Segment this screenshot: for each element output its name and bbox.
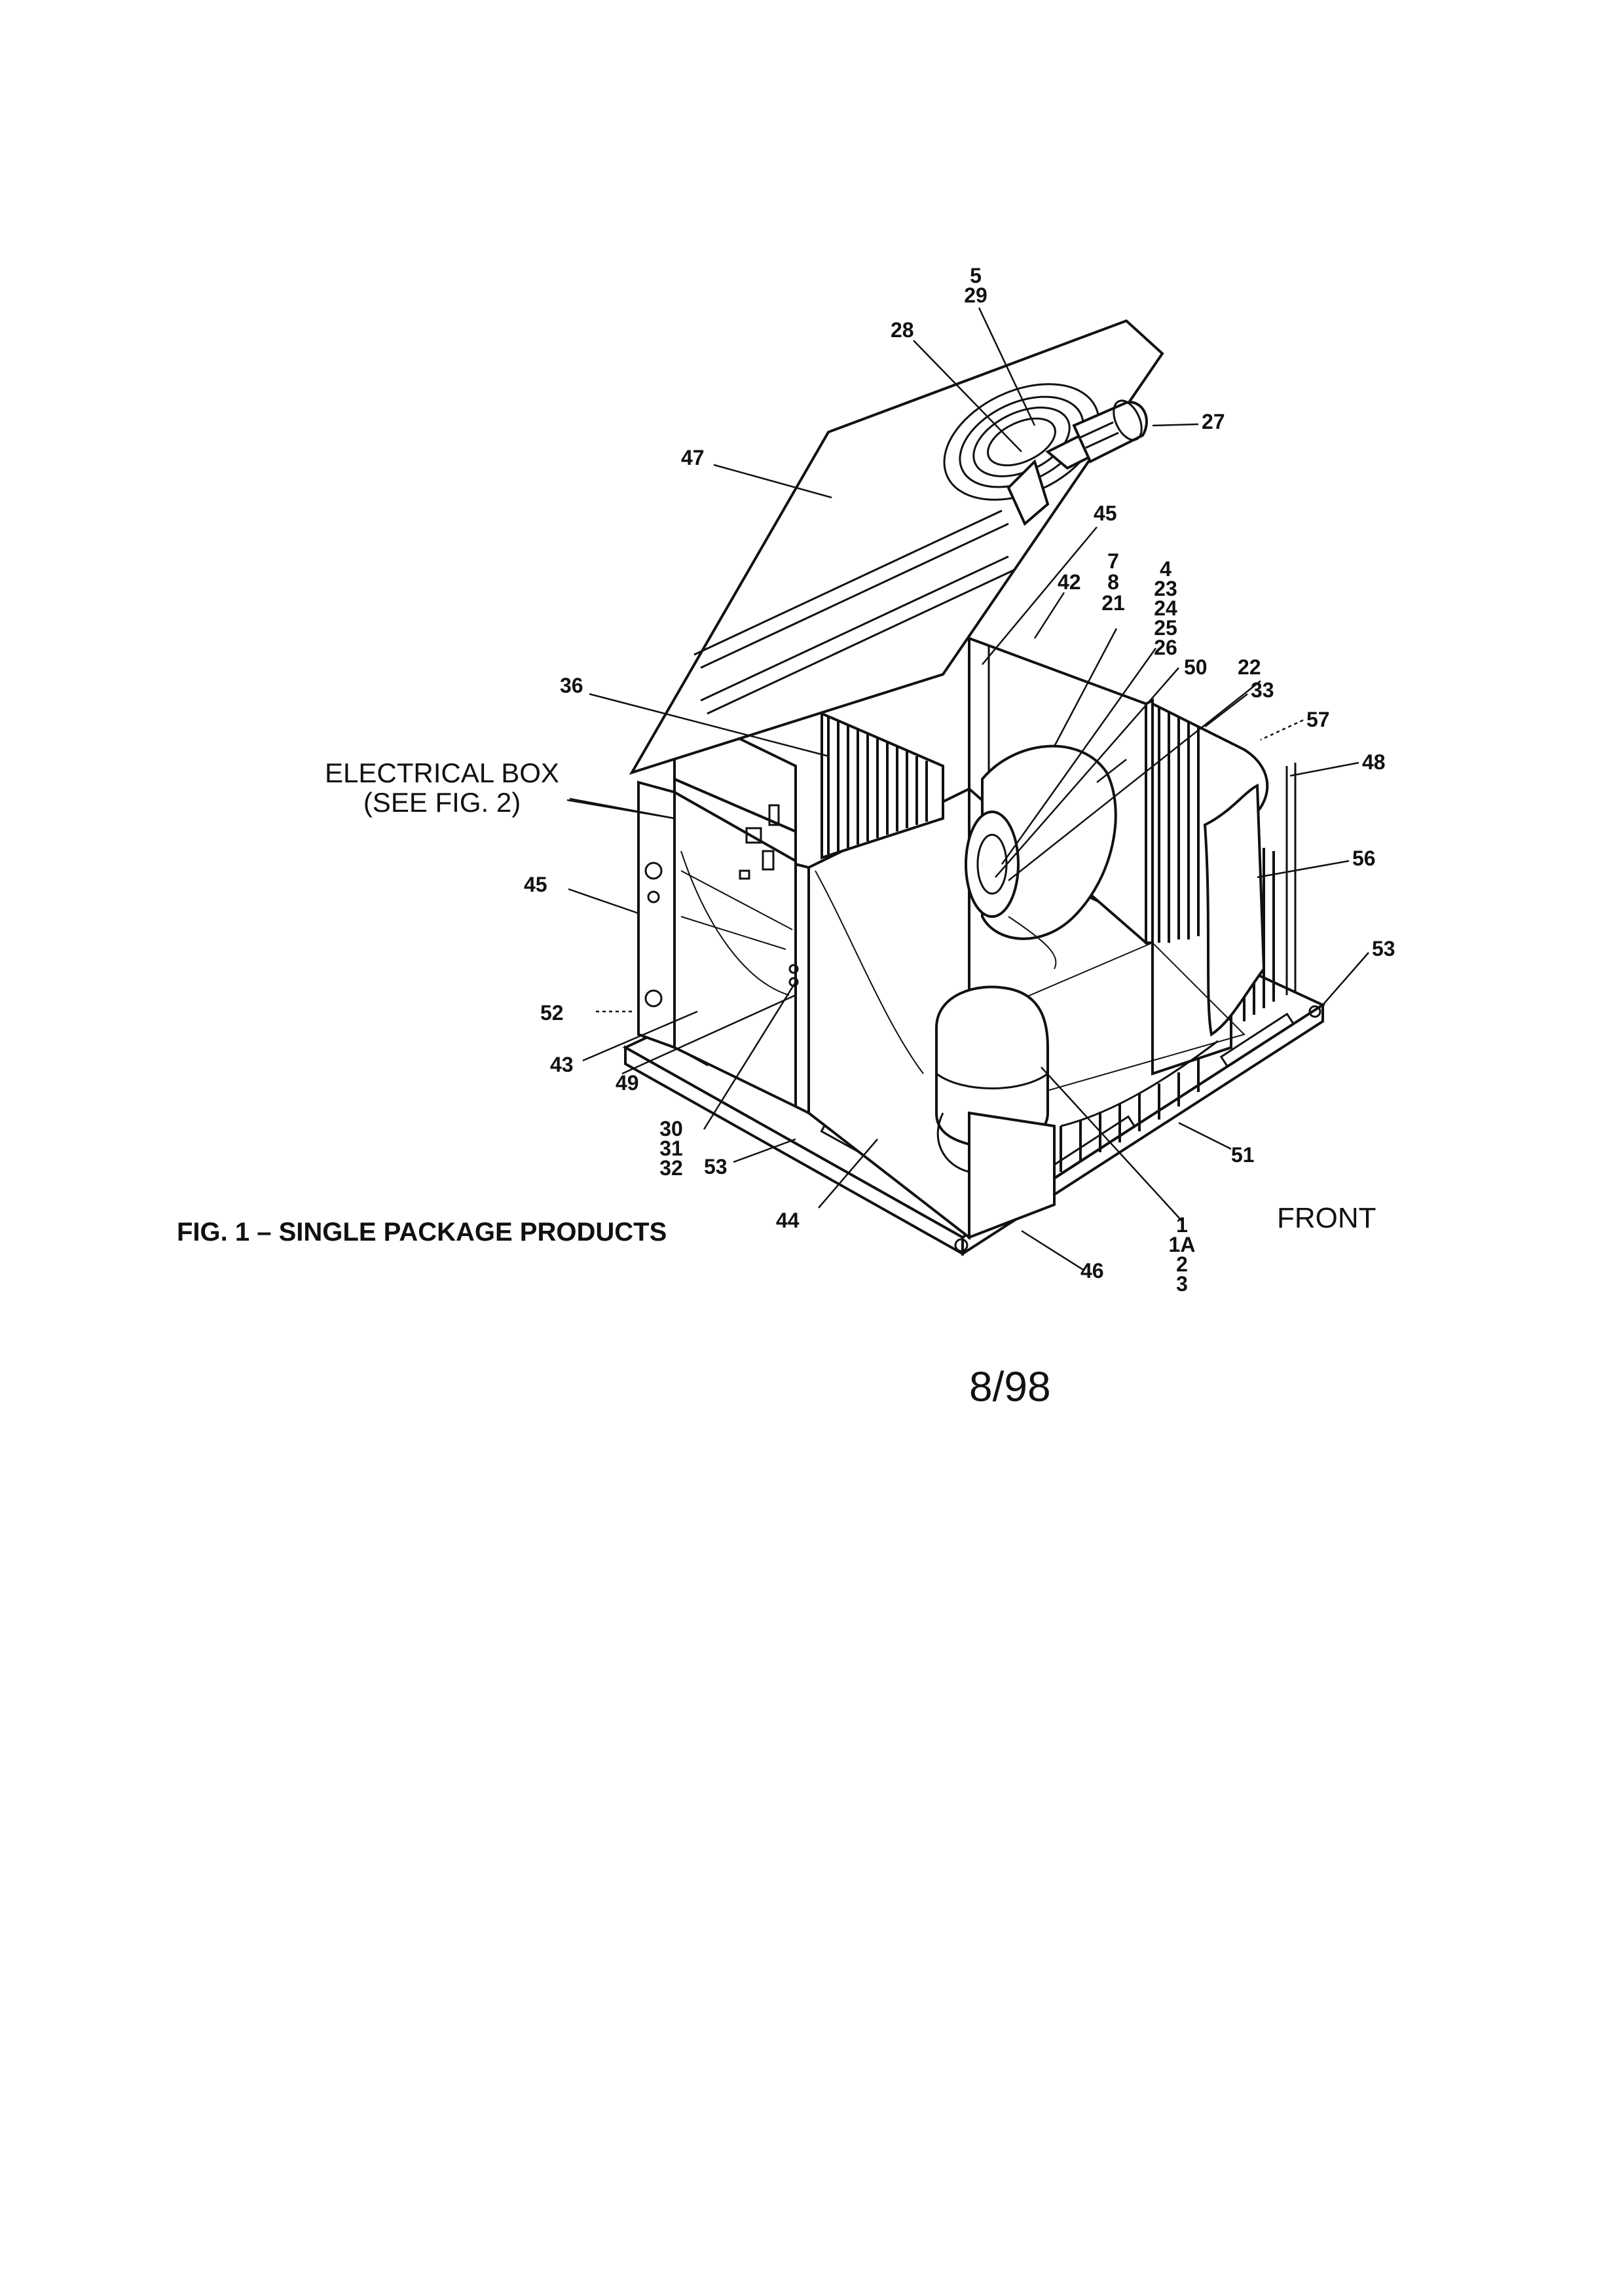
svg-text:32: 32 (659, 1156, 683, 1180)
callout-46: 46 (1080, 1259, 1104, 1283)
floor-and-front-fins (969, 941, 1246, 1172)
callout-44: 44 (776, 1209, 800, 1232)
top-cover (629, 319, 1164, 775)
center-partition (788, 786, 970, 1241)
callout-50: 50 (1184, 655, 1208, 679)
svg-text:24: 24 (1154, 596, 1177, 620)
date-code: 8/98 (969, 1363, 1051, 1410)
svg-text:5: 5 (970, 264, 982, 287)
svg-text:25: 25 (1154, 616, 1177, 640)
callout-52: 52 (540, 1001, 564, 1025)
callout-27: 27 (1202, 410, 1225, 433)
callout-36: 36 (560, 674, 583, 697)
svg-text:ELECTRICAL BOX: ELECTRICAL BOX (325, 757, 559, 788)
callout-1-1a-2-3: 1 1A 2 3 (1169, 1213, 1196, 1296)
svg-text:1: 1 (1176, 1213, 1188, 1237)
callout-51: 51 (1231, 1143, 1255, 1167)
callout-53-left: 53 (704, 1155, 728, 1178)
figure-caption: FIG. 1 – SINGLE PACKAGE PRODUCTS (177, 1218, 667, 1247)
svg-text:(SEE FIG. 2): (SEE FIG. 2) (363, 787, 521, 818)
callout-45-left: 45 (524, 873, 547, 896)
svg-text:21: 21 (1101, 591, 1125, 615)
callout-53-right: 53 (1372, 937, 1395, 960)
condenser-section (1145, 698, 1297, 1076)
svg-text:3: 3 (1176, 1272, 1188, 1296)
electrical-box-label: ELECTRICAL BOX (SEE FIG. 2) (325, 757, 559, 818)
svg-text:2: 2 (1176, 1252, 1188, 1276)
callout-4-23-24-25-26: 4 23 24 25 26 (1154, 557, 1177, 659)
svg-text:23: 23 (1154, 577, 1177, 600)
callout-45-top: 45 (1094, 501, 1117, 525)
svg-text:29: 29 (964, 283, 987, 307)
leader-lines (566, 307, 1369, 1271)
blower-assembly (965, 744, 1117, 970)
svg-text:1A: 1A (1169, 1233, 1196, 1256)
callout-57: 57 (1306, 708, 1330, 731)
callout-30-31-32: 30 31 32 (659, 1117, 683, 1180)
front-label: FRONT (1277, 1202, 1376, 1234)
callout-28: 28 (891, 318, 914, 342)
compressor (935, 985, 1049, 1173)
callout-43: 43 (550, 1053, 574, 1076)
callout-7-8-21: 7 8 21 (1101, 549, 1125, 615)
svg-text:26: 26 (1154, 636, 1177, 659)
condenser-fan (943, 383, 1102, 526)
callout-56: 56 (1352, 847, 1376, 870)
svg-text:30: 30 (659, 1117, 683, 1140)
svg-text:4: 4 (1160, 557, 1172, 581)
callout-48: 48 (1362, 750, 1386, 774)
callout-49: 49 (616, 1071, 639, 1095)
callout-5-29: 5 29 (964, 264, 987, 307)
front-corner-panel (968, 1111, 1056, 1239)
svg-text:8: 8 (1107, 570, 1119, 594)
svg-text:31: 31 (659, 1137, 683, 1160)
svg-text:7: 7 (1107, 549, 1119, 573)
evaporator-coil (821, 711, 944, 860)
callout-22: 22 (1238, 655, 1261, 679)
callout-42: 42 (1058, 570, 1081, 594)
left-side-panel (637, 780, 797, 1109)
callout-47: 47 (681, 446, 705, 469)
callout-33: 33 (1251, 678, 1274, 702)
fan-motor (1072, 399, 1148, 464)
